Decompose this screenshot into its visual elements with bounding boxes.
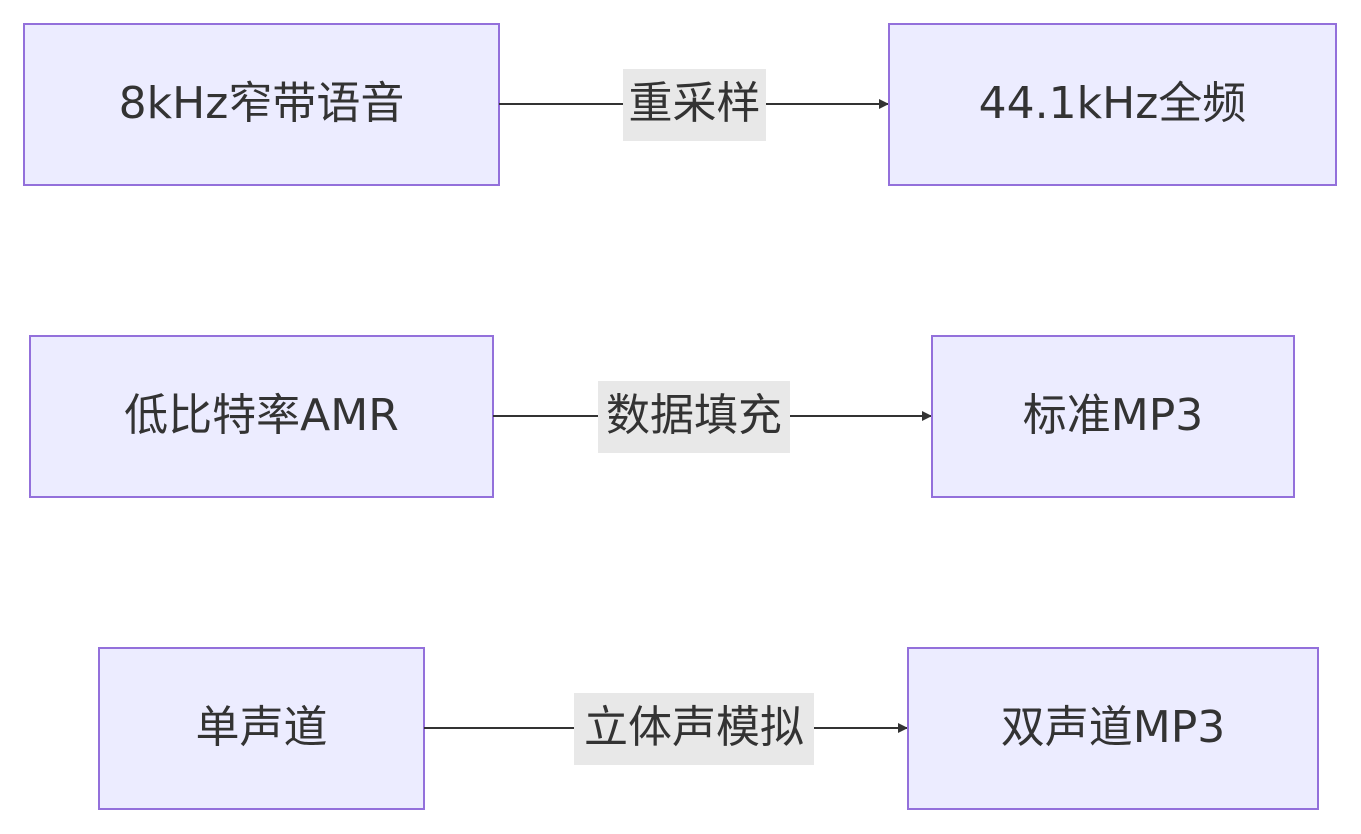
edge-1-label: 重采样 — [629, 78, 761, 129]
target-node-2-label: 标准MP3 — [1023, 390, 1204, 441]
edge-2: 数据填充 — [493, 381, 932, 453]
source-node-3-label: 单声道 — [196, 702, 328, 753]
edge-3-label: 立体声模拟 — [584, 702, 804, 753]
edge-1-label-bg — [623, 69, 766, 141]
source-node-2: 低比特率AMR — [29, 335, 494, 498]
flow-row-3: 单声道 立体声模拟 双声道MP3 — [98, 647, 1319, 810]
target-node-1-label: 44.1kHz全频 — [979, 78, 1247, 129]
flow-row-2: 低比特率AMR 数据填充 标准MP3 — [29, 335, 1295, 498]
edge-2-label-bg — [598, 381, 790, 453]
edge-2-label: 数据填充 — [606, 390, 782, 441]
source-node-2-label: 低比特率AMR — [124, 390, 399, 441]
source-node-1-label: 8kHz窄带语音 — [119, 78, 405, 129]
source-node-3: 单声道 — [98, 647, 425, 810]
target-node-3: 双声道MP3 — [907, 647, 1319, 810]
target-node-2: 标准MP3 — [931, 335, 1295, 498]
flow-row-1: 8kHz窄带语音 重采样 44.1kHz全频 — [23, 23, 1337, 186]
target-node-1: 44.1kHz全频 — [888, 23, 1337, 186]
target-node-3-label: 双声道MP3 — [1001, 702, 1226, 753]
source-node-1: 8kHz窄带语音 — [23, 23, 500, 186]
edge-1: 重采样 — [499, 69, 889, 141]
edge-3: 立体声模拟 — [424, 693, 908, 765]
edge-3-label-bg — [574, 693, 814, 765]
